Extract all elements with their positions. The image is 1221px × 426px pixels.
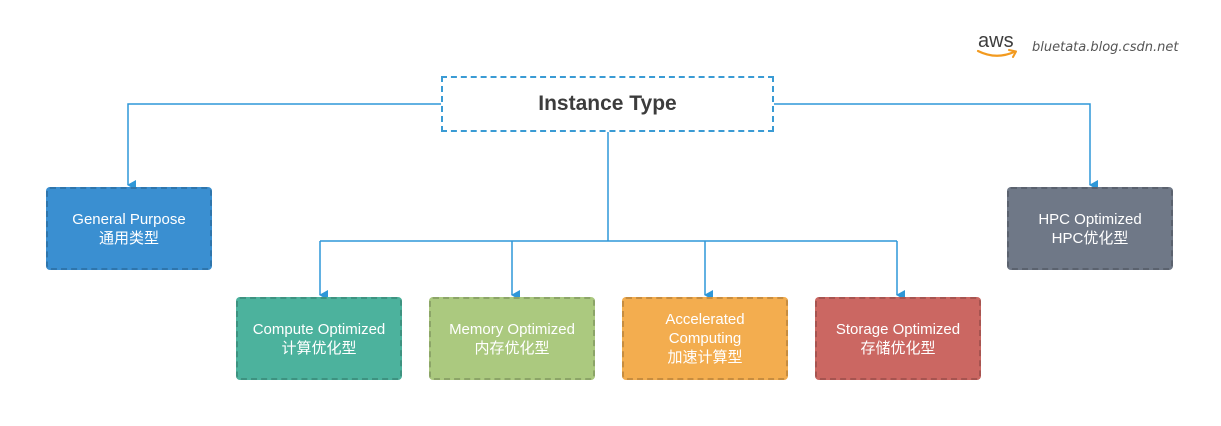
aws-smile-icon: [976, 49, 1017, 58]
node-label-en-2: Computing: [668, 330, 742, 347]
root-node-label: Instance Type: [538, 92, 677, 115]
node-label-zh: 加速计算型: [667, 349, 743, 366]
node-label-en: HPC Optimized: [1038, 210, 1142, 228]
brand-area: aws bluetata.blog.csdn.net: [976, 30, 1178, 64]
aws-logo-text: aws: [978, 30, 1014, 52]
aws-logo: aws: [976, 30, 1022, 64]
watermark-text: bluetata.blog.csdn.net: [1032, 39, 1179, 55]
node-label-zh: 通用类型: [98, 229, 159, 247]
node-memory-optimized: Memory Optimized 内存优化型: [429, 297, 595, 380]
node-label-zh: HPC优化型: [1051, 229, 1129, 247]
node-label-zh: 计算优化型: [281, 339, 357, 357]
node-storage-optimized: Storage Optimized 存储优化型: [815, 297, 981, 380]
node-general-purpose: General Purpose 通用类型: [46, 187, 212, 270]
node-hpc-optimized: HPC Optimized HPC优化型: [1007, 187, 1173, 270]
node-label-en: Accelerated: [665, 311, 745, 328]
node-label-en: Compute Optimized: [252, 320, 386, 338]
node-label-en: Memory Optimized: [449, 320, 575, 338]
node-label-en: Storage Optimized: [835, 320, 961, 338]
node-accelerated-computing: Accelerated Computing 加速计算型: [622, 297, 788, 380]
root-node-instance-type: Instance Type: [441, 76, 774, 132]
connector-general: [127, 103, 441, 190]
node-label-zh: 存储优化型: [860, 339, 936, 357]
node-label-en: General Purpose: [72, 210, 186, 228]
node-compute-optimized: Compute Optimized 计算优化型: [236, 297, 402, 380]
node-label-zh: 内存优化型: [474, 339, 550, 357]
connector-hpc: [774, 103, 1098, 190]
